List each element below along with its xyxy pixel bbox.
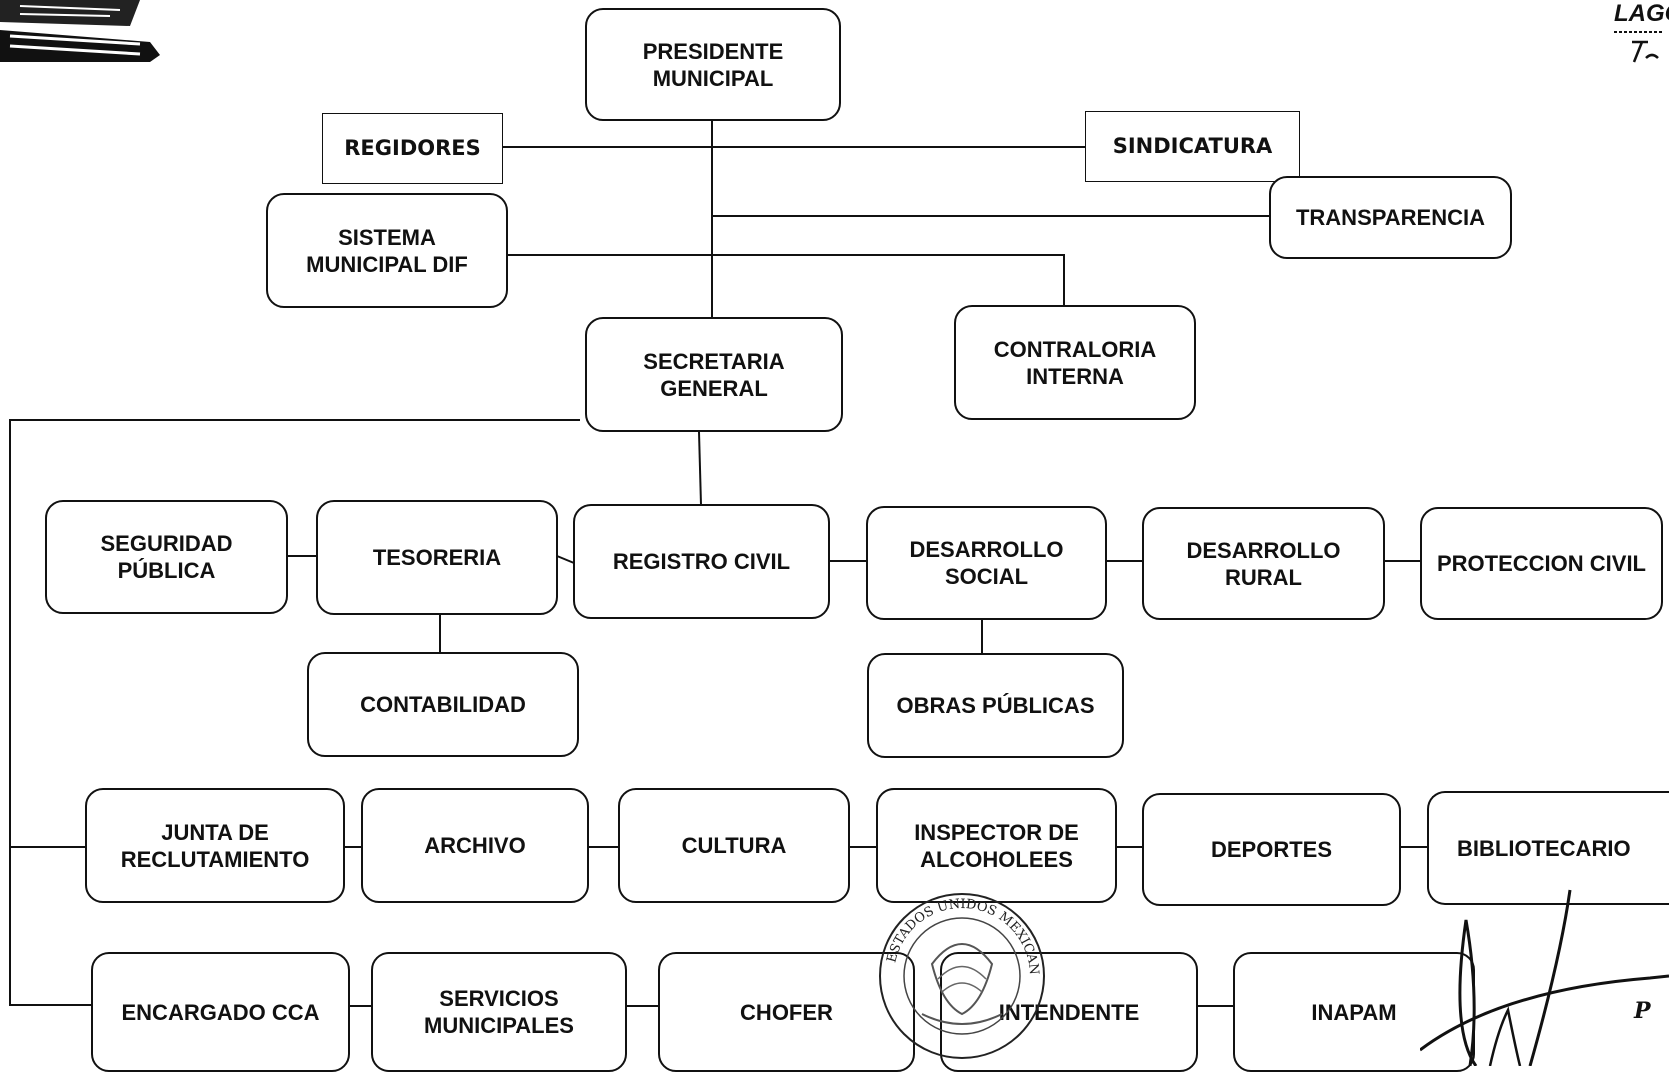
seguridad-publica-box: SEGURIDAD PÚBLICA	[45, 500, 288, 614]
municipal-emblem-icon	[0, 0, 160, 62]
obras-publicas-box: OBRAS PÚBLICAS	[867, 653, 1124, 758]
archivo-box: ARCHIVO	[361, 788, 589, 903]
corner-logo: LAGO	[1614, 0, 1669, 27]
registro-civil-box: REGISTRO CIVIL	[573, 504, 830, 619]
proteccion-civil-box: PROTECCION CIVIL	[1420, 507, 1663, 620]
official-seal-icon: ESTADOS UNIDOS MEXICANOS	[872, 884, 1045, 1059]
deportes-box: DEPORTES	[1142, 793, 1401, 906]
contraloria-interna-box: CONTRALORIA INTERNA	[954, 305, 1196, 420]
corner-logo-script-icon	[1614, 31, 1662, 63]
encargado-cca-box: ENCARGADO CCA	[91, 952, 350, 1072]
desarrollo-social-box: DESARROLLO SOCIAL	[866, 506, 1107, 620]
transparencia-box: TRANSPARENCIA	[1269, 176, 1512, 259]
tesoreria-box: TESORERIA	[316, 500, 558, 615]
sistema-municipal-dif-box: SISTEMA MUNICIPAL DIF	[266, 193, 508, 308]
presidente-municipal-box: PRESIDENTE MUNICIPAL	[585, 8, 841, 121]
inapam-box: INAPAM	[1233, 952, 1475, 1072]
cultura-box: CULTURA	[618, 788, 850, 903]
inspector-de-alcoholees-box: INSPECTOR DE ALCOHOLEES	[876, 788, 1117, 903]
contabilidad-box: CONTABILIDAD	[307, 652, 579, 757]
sindicatura-box: SINDICATURA	[1085, 111, 1300, 182]
left-bus-line	[9, 419, 580, 1006]
desarrollo-rural-box: DESARROLLO RURAL	[1142, 507, 1385, 620]
intendente-box: INTENDENTE	[940, 952, 1198, 1072]
bibliotecario-box: BIBLIOTECARIO	[1427, 791, 1669, 905]
dif-contraloria-line	[507, 254, 1065, 306]
signature-icon: P	[1420, 889, 1669, 1066]
svg-text:P: P	[1633, 998, 1652, 1024]
secretaria-general-box: SECRETARIA GENERAL	[585, 317, 843, 432]
regidores-box: REGIDORES	[322, 113, 503, 184]
junta-de-reclutamiento-box: JUNTA DE RECLUTAMIENTO	[85, 788, 345, 903]
secretaria-registro-line	[698, 431, 702, 506]
seal-text: ESTADOS UNIDOS MEXICANOS	[872, 884, 1041, 975]
servicios-municipales-box: SERVICIOS MUNICIPALES	[371, 952, 627, 1072]
chofer-box: CHOFER	[658, 952, 915, 1072]
svg-text:ESTADOS UNIDOS MEXICANOS: ESTADOS UNIDOS MEXICANOS	[872, 884, 1041, 975]
